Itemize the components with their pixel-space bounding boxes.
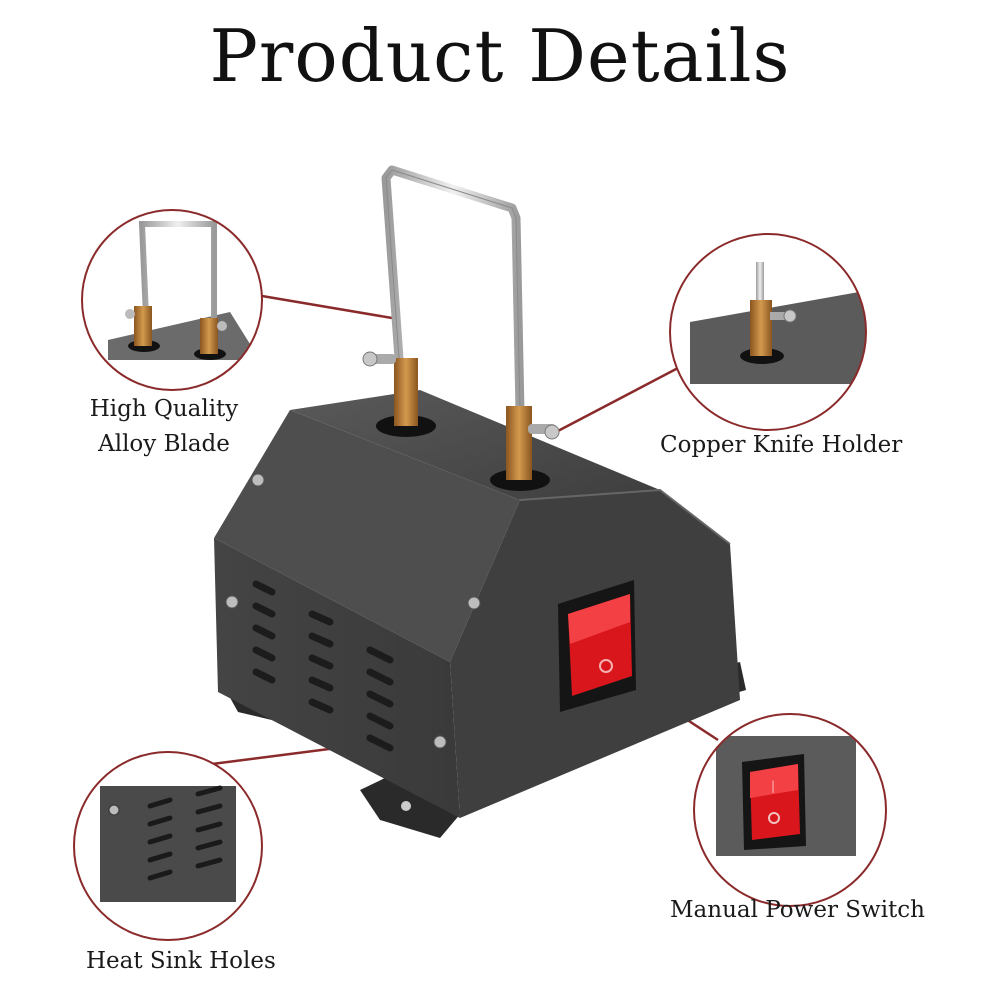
copper-knife-holder-left (362, 351, 436, 437)
foot-screw (401, 801, 411, 811)
blade-detail-circle (81, 209, 263, 391)
rocker-switch (558, 580, 636, 712)
blade-callout-label: High Quality Alloy Blade (84, 392, 244, 461)
alloy-blade (381, 165, 525, 413)
copper-knife-holder-right (490, 406, 560, 491)
blade-callout-line2: Alloy Blade (98, 430, 230, 457)
heat-sink-detail-circle (73, 751, 263, 941)
side-bevel (214, 410, 520, 662)
switch-callout-label: Manual Power Switch (670, 897, 925, 923)
holder-callout-label: Copper Knife Holder (660, 432, 903, 458)
cutter-device (214, 165, 746, 838)
svg-text:|: | (771, 779, 775, 793)
page-title: Product Details (209, 14, 791, 98)
vent-panel (214, 538, 460, 818)
blade-callout-line (261, 294, 393, 320)
switch-detail-circle: | (693, 713, 887, 907)
heat-sink-callout-label: Heat Sink Holes (86, 948, 276, 974)
top-panel (290, 390, 660, 500)
blade-callout-line1: High Quality (89, 396, 239, 422)
holder-detail-circle (669, 233, 867, 431)
front-foot (360, 766, 462, 838)
holder-callout-line (555, 366, 679, 434)
vent-slots (252, 580, 394, 752)
